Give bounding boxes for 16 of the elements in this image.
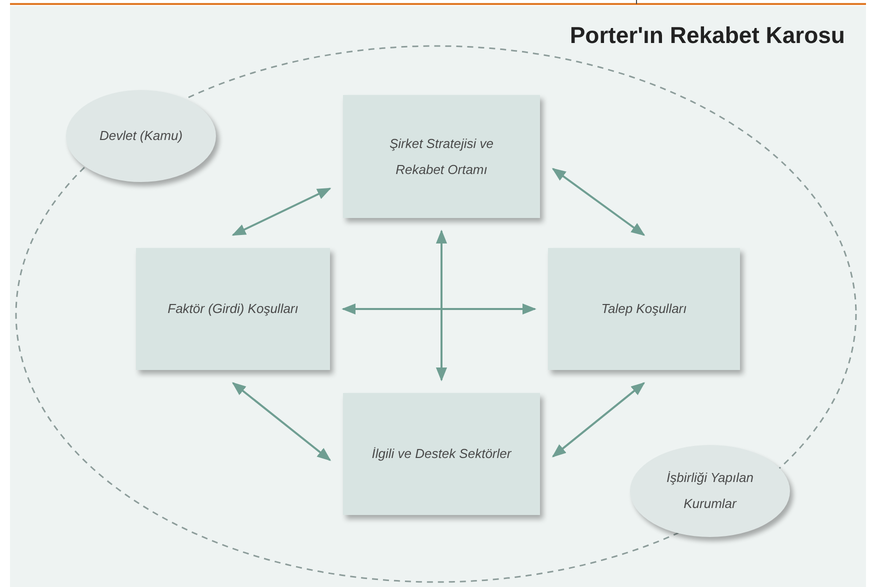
node-label: Şirket Stratejisi ve Rekabet Ortamı [388, 134, 495, 178]
factor-box [136, 248, 330, 370]
factor-box [343, 393, 540, 515]
node-label: Faktör (Girdi) Koşulları [168, 300, 298, 318]
factor-box [548, 248, 740, 370]
factor-box [343, 95, 540, 218]
double-arrow [232, 188, 332, 236]
double-arrow [342, 303, 536, 315]
node-label: Talep Koşulları [601, 300, 687, 318]
double-arrow [232, 382, 332, 461]
node-label: Devlet (Kamu) [99, 127, 183, 145]
double-arrow [436, 230, 448, 382]
node-label: İşbirliği Yapılan Kurumlar [666, 469, 754, 513]
node-label: İlgili ve Destek Sektörler [372, 445, 512, 463]
double-arrow [552, 168, 646, 236]
double-arrow [552, 382, 646, 458]
